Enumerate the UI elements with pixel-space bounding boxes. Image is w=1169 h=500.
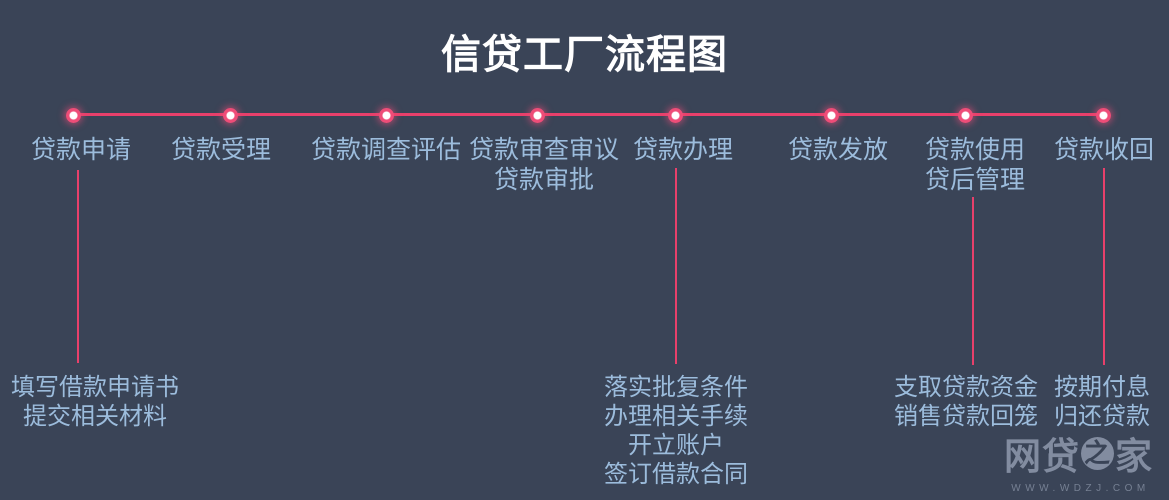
- stage-label-loan-usage: 贷款使用 贷后管理: [925, 135, 1025, 195]
- stage-label-text: 贷款办理: [632, 136, 734, 164]
- stage-label-text: 贷款发放: [787, 136, 889, 164]
- timeline-dot-8: [1095, 107, 1111, 123]
- watermark-url: WWW.WDZJ.COM: [1011, 483, 1150, 494]
- timeline-dot-5: [667, 107, 683, 123]
- detail-line: 提交相关材料: [23, 403, 167, 430]
- detail-line: 办理相关手续: [604, 403, 748, 430]
- stage-label-text-line2: 贷款审批: [493, 166, 595, 194]
- detail-line: 开立账户: [628, 432, 724, 459]
- detail-line: 落实批复条件: [604, 374, 748, 401]
- page-title: 信贷工厂流程图: [441, 33, 728, 77]
- stage-label-text: 贷款使用: [924, 136, 1026, 164]
- stage-label-text: 贷款调查评估: [310, 136, 462, 164]
- stage-label-text: 贷款受理: [170, 136, 272, 164]
- detail-text-processing: 落实批复条件 办理相关手续 开立账户 签订借款合同: [604, 373, 748, 489]
- timeline-dot-3: [378, 107, 394, 123]
- connector-line-application: [77, 170, 79, 363]
- timeline-dot-7: [957, 107, 973, 123]
- watermark-brand-suffix: 家: [1115, 436, 1153, 477]
- detail-text-recovery: 按期付息 归还贷款: [1054, 373, 1150, 431]
- timeline-dot-4: [529, 107, 545, 123]
- stage-label-text-line2: 贷后管理: [924, 166, 1026, 194]
- connector-line-processing: [675, 168, 677, 364]
- connector-line-usage: [972, 197, 974, 365]
- detail-line: 销售贷款回笼: [894, 403, 1038, 430]
- watermark-brand-prefix: 网贷: [1004, 436, 1080, 477]
- timeline-dot-1: [65, 107, 81, 123]
- detail-line: 按期付息: [1054, 374, 1150, 401]
- watermark: 网贷之家 WWW.WDZJ.COM: [1004, 426, 1153, 494]
- stage-label-text: 贷款申请: [30, 136, 132, 164]
- stage-label-text: 贷款收回: [1053, 136, 1155, 164]
- detail-text-application: 填写借款申请书 提交相关材料: [11, 373, 179, 431]
- stage-label-loan-processing: 贷款办理: [633, 135, 733, 165]
- detail-text-usage: 支取贷款资金 销售贷款回笼: [894, 373, 1038, 431]
- stage-label-loan-investigation: 贷款调查评估: [311, 135, 461, 165]
- watermark-logo: 网贷之家: [1004, 426, 1153, 480]
- connector-line-recovery: [1103, 168, 1105, 365]
- watermark-logo-circle-icon: 之: [1081, 436, 1114, 470]
- detail-line: 归还贷款: [1054, 403, 1150, 430]
- detail-line: 签订借款合同: [604, 461, 748, 488]
- detail-line: 填写借款申请书: [11, 374, 179, 401]
- stage-label-loan-review: 贷款审查审议 贷款审批: [469, 135, 619, 195]
- stage-label-text: 贷款审查审议: [468, 136, 620, 164]
- timeline-dot-6: [823, 107, 839, 123]
- detail-line: 支取贷款资金: [894, 374, 1038, 401]
- stage-label-loan-disbursement: 贷款发放: [788, 135, 888, 165]
- timeline-dot-2: [222, 107, 238, 123]
- stage-label-loan-recovery: 贷款收回: [1054, 135, 1154, 165]
- timeline-line: [73, 113, 1103, 116]
- stage-label-loan-acceptance: 贷款受理: [171, 135, 271, 165]
- stage-label-loan-application: 贷款申请: [31, 135, 131, 165]
